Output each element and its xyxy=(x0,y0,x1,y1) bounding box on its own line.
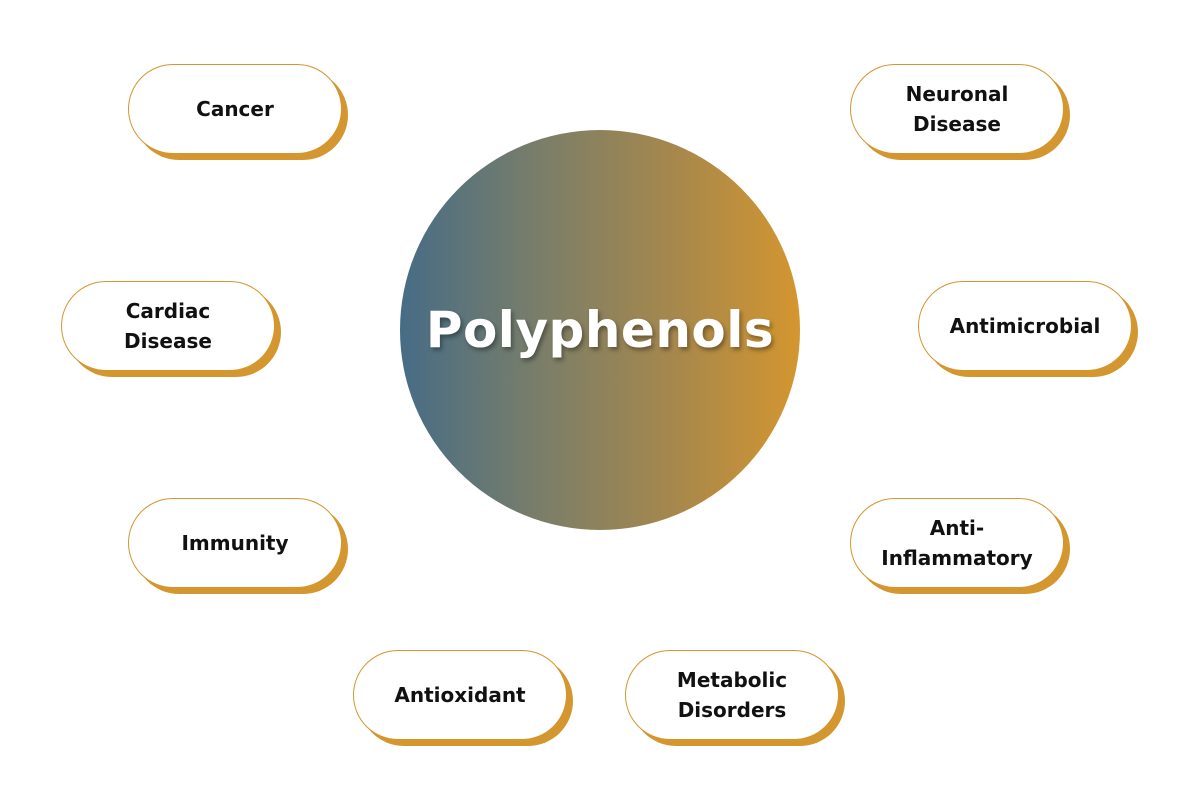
node-label-antimicrobial: Antimicrobial xyxy=(949,314,1101,338)
node-label-neuronal-disease: Neuronal Disease xyxy=(905,82,1009,136)
node-cardiac-disease: Cardiac Disease xyxy=(61,281,281,377)
node-pill: Neuronal Disease xyxy=(850,64,1064,154)
node-label-cardiac-disease: Cardiac Disease xyxy=(124,299,212,353)
node-pill: Metabolic Disorders xyxy=(625,650,839,740)
node-immunity: Immunity xyxy=(128,498,348,594)
node-pill: Immunity xyxy=(128,498,342,588)
node-pill: Anti-Inflammatory xyxy=(850,498,1064,588)
node-anti-inflammatory: Anti-Inflammatory xyxy=(850,498,1070,594)
node-label-antioxidant: Antioxidant xyxy=(394,683,526,707)
node-metabolic-disorders: Metabolic Disorders xyxy=(625,650,845,746)
node-antimicrobial: Antimicrobial xyxy=(918,281,1138,377)
node-cancer: Cancer xyxy=(128,64,348,160)
node-label-metabolic-disorders: Metabolic Disorders xyxy=(676,668,788,722)
center-label: Polyphenols xyxy=(425,301,775,359)
node-antioxidant: Antioxidant xyxy=(353,650,573,746)
node-label-cancer: Cancer xyxy=(196,97,274,121)
center-circle: Polyphenols xyxy=(400,130,800,530)
node-pill: Antioxidant xyxy=(353,650,567,740)
node-pill: Cancer xyxy=(128,64,342,154)
node-label-anti-inflammatory: Anti-Inflammatory xyxy=(881,516,1033,570)
node-neuronal-disease: Neuronal Disease xyxy=(850,64,1070,160)
node-label-immunity: Immunity xyxy=(181,531,289,555)
node-pill: Cardiac Disease xyxy=(61,281,275,371)
node-pill: Antimicrobial xyxy=(918,281,1132,371)
